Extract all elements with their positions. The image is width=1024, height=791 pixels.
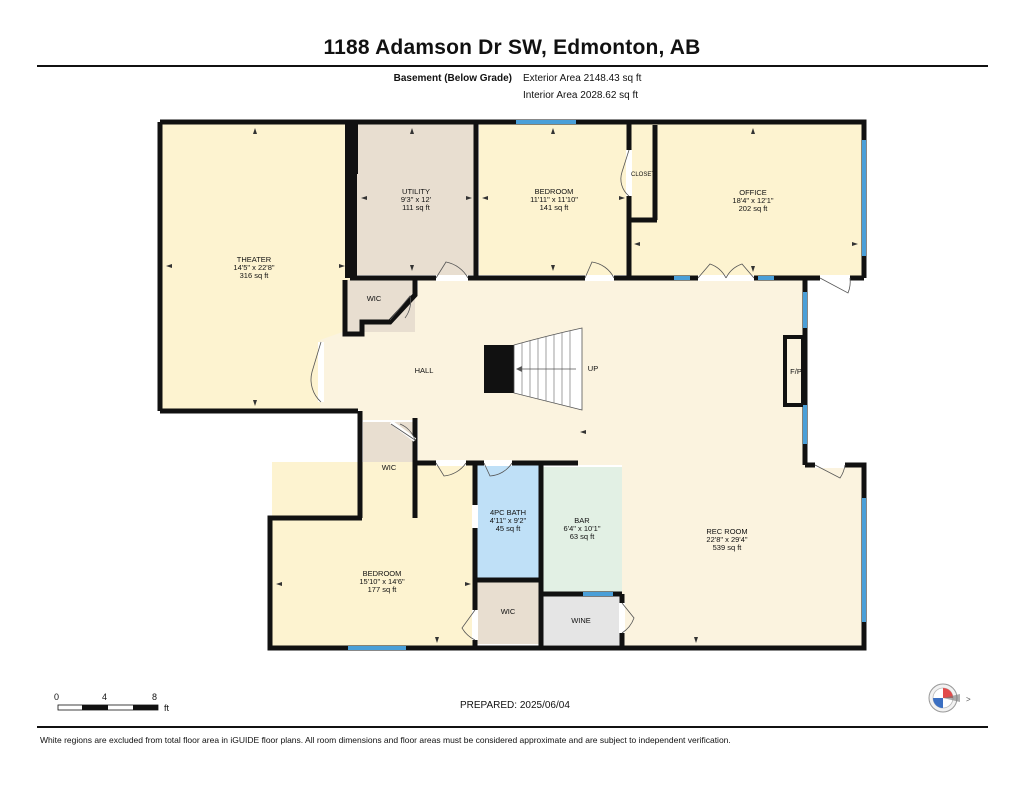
- hall-name: HALL: [415, 366, 434, 375]
- door-bath: [483, 460, 513, 477]
- wine-room: [542, 595, 620, 645]
- wic-mid-name: WIC: [382, 463, 397, 472]
- stairs: [484, 327, 583, 411]
- door-wine: [619, 602, 635, 634]
- closet-name: CLOSET: [631, 172, 655, 178]
- stairs-label: UP: [588, 364, 598, 373]
- compass-icon: >: [928, 683, 971, 713]
- prepared-date: PREPARED: 2025/06/04: [460, 700, 570, 711]
- door-bedroom-bottom: [435, 460, 467, 477]
- scale-mark-0: 0: [54, 692, 60, 702]
- door-wic-mid: [389, 420, 417, 442]
- level-label: Basement (Below Grade): [393, 73, 512, 84]
- bath-dims: 4'11" x 9'2": [490, 516, 527, 525]
- hall-room: [320, 280, 862, 647]
- scale-bar: [57, 704, 159, 711]
- windows: [348, 120, 866, 650]
- door-bedroom-top: [584, 261, 615, 281]
- wall-blocks: [345, 122, 358, 278]
- dimension-arrows: [166, 128, 858, 643]
- utility-room: [356, 124, 476, 275]
- bedroom-top-area: 141 sq ft: [540, 203, 570, 212]
- bedroom-top-name: BEDROOM: [535, 187, 574, 196]
- wic-upper-name: WIC: [367, 294, 382, 303]
- interior-area: Interior Area 2028.62 sq ft: [523, 90, 639, 101]
- bedroom-top-room: [479, 124, 629, 275]
- utility-name: UTILITY: [402, 187, 430, 196]
- bar-room: [542, 467, 622, 593]
- bar-name: BAR: [574, 516, 590, 525]
- door-theater: [310, 341, 324, 403]
- plan-title: 1188 Adamson Dr SW, Edmonton, AB: [323, 36, 701, 59]
- rec-room-name: REC ROOM: [706, 527, 747, 536]
- rec-room-dims: 22'8" x 29'4": [706, 535, 747, 544]
- bedroom-top-dims: 11'11" x 11'10": [530, 195, 578, 204]
- door-exterior-top: [819, 275, 851, 294]
- scale-mark-8: 8: [152, 692, 158, 702]
- doors: [310, 149, 851, 641]
- rec-room-area: 539 sq ft: [713, 543, 743, 552]
- door-wic-upper: [389, 295, 411, 321]
- room-labels: THEATER 14'5" x 22'8" 316 sq ft UTILITY …: [233, 172, 801, 625]
- door-utility: [435, 261, 469, 281]
- svg-text:>: >: [966, 695, 971, 704]
- bar-area: 63 sq ft: [570, 532, 596, 541]
- bath-room: [476, 464, 540, 578]
- door-office: [697, 263, 755, 281]
- bedroom-bottom-name: BEDROOM: [363, 569, 402, 578]
- bedroom-bottom-dims: 15'10" x 14'6": [359, 577, 405, 586]
- footer-divider: [37, 726, 988, 728]
- office-dims: 18'4" x 12'1": [732, 196, 773, 205]
- bath-name: 4PC BATH: [490, 508, 526, 517]
- door-closet: [620, 149, 632, 197]
- title-divider: [37, 65, 988, 67]
- office-area: 202 sq ft: [739, 204, 769, 213]
- utility-dims: 9'3" x 12': [401, 195, 432, 204]
- utility-area: 111 sq ft: [402, 203, 431, 212]
- office-room: [631, 124, 862, 276]
- exterior-area: Exterior Area 2148.43 sq ft: [523, 73, 642, 84]
- bath-area: 45 sq ft: [496, 524, 522, 533]
- scale-mark-4: 4: [102, 692, 108, 702]
- theater-dims: 14'5" x 22'8": [233, 263, 274, 272]
- bedroom-bottom-area: 177 sq ft: [368, 585, 398, 594]
- fireplace-label: F/P: [790, 367, 802, 376]
- wic-lower-room: [476, 580, 540, 644]
- room-fills: [162, 124, 862, 647]
- scale-unit: ft: [164, 703, 170, 713]
- wic-lower-name: WIC: [501, 607, 516, 616]
- bar-dims: 6'4" x 10'1": [564, 524, 601, 533]
- wine-name: WINE: [571, 616, 591, 625]
- office-name: OFFICE: [739, 188, 767, 197]
- theater-area: 316 sq ft: [240, 271, 270, 280]
- door-exterior-bottom: [814, 462, 846, 479]
- door-wic-lower: [461, 609, 478, 641]
- disclaimer-text: White regions are excluded from total fl…: [40, 735, 731, 745]
- theater-name: THEATER: [237, 255, 272, 264]
- bedroom-bottom-room: [272, 462, 475, 647]
